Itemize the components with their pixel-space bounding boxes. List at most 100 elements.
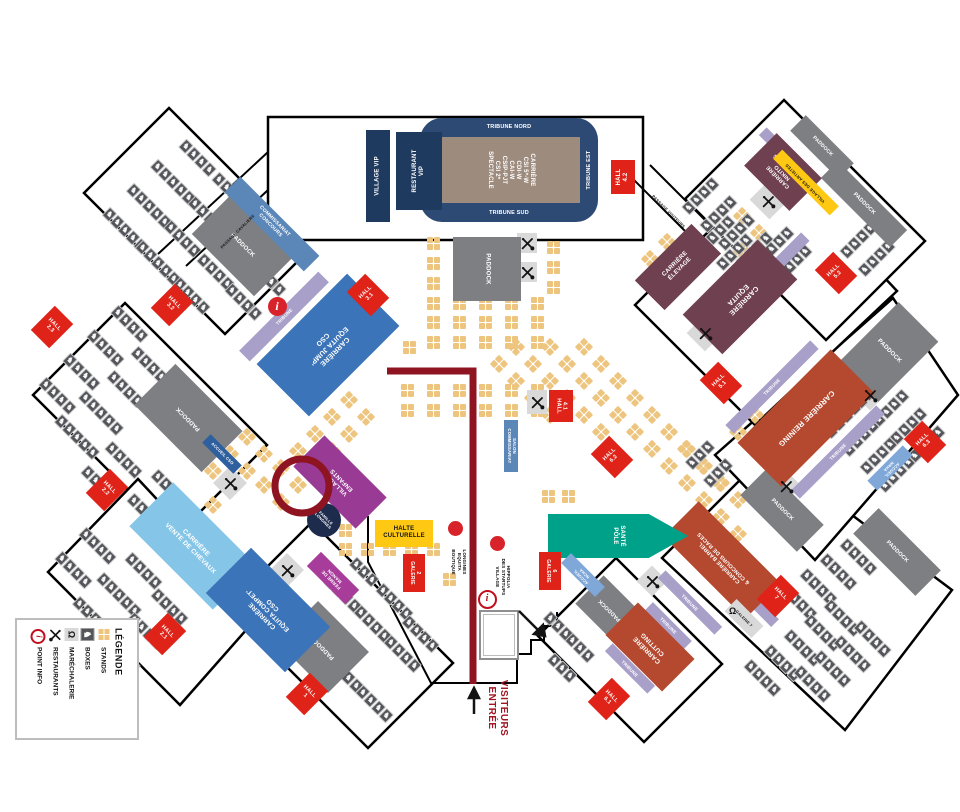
stand-cluster <box>360 542 367 549</box>
legend-item-label: STANDS <box>100 647 107 674</box>
restaurant-icon <box>520 265 535 280</box>
stand-cluster <box>530 335 537 342</box>
paddock-topright-1-label: PADDOCK <box>811 134 835 158</box>
legend-item-label: POINT INFO <box>36 647 43 685</box>
stand-cluster <box>541 489 548 496</box>
paddock-reining-label: PADDOCK <box>875 338 902 365</box>
stand-cluster <box>530 296 537 303</box>
stand-cluster <box>546 280 553 287</box>
stand-cluster <box>426 236 433 243</box>
restaurant-icon <box>779 479 794 494</box>
carriere-reining-label: CARRIÈRE REINING <box>776 388 837 449</box>
legend-item-label: RESTAURANTS <box>52 647 59 696</box>
legend-item-stands: STANDS <box>97 628 111 732</box>
stand-cluster <box>426 383 433 390</box>
restaurant-icon <box>761 194 776 209</box>
stand-cluster <box>338 542 345 549</box>
stand-cluster <box>442 572 449 579</box>
legend-item-restaurants: RESTAURANTS <box>49 628 63 732</box>
info-icon: i <box>30 628 47 644</box>
restaurant-icon <box>520 236 535 251</box>
stand-cluster <box>452 315 459 322</box>
stand-cluster <box>504 383 511 390</box>
stand-cluster <box>402 340 409 347</box>
stand-cluster <box>546 240 553 247</box>
village-startups-hippolia-dot <box>489 535 505 551</box>
paddock-topright-2-label: PADDOCK <box>851 191 877 217</box>
paddock-left-label: PADDOCK <box>174 405 201 432</box>
restaurant-icon <box>530 395 545 410</box>
boxes-icon: ♞ <box>80 628 95 642</box>
legend-content: LÉGENDE STANDS ♞ BOXES Ω MARÉCHALERIE RE… <box>30 626 124 732</box>
stand-cluster <box>426 296 433 303</box>
boutique-equita-longines-dot <box>447 520 463 536</box>
stand-cluster <box>478 403 485 410</box>
farrier-icon: Ω <box>729 606 737 616</box>
legend-item-label: BOXES <box>84 647 91 670</box>
stand-cluster <box>426 335 433 342</box>
village-vip-label: VILLAGE VIP <box>374 156 381 196</box>
restaurant-icon <box>223 476 238 491</box>
stand-cluster <box>478 383 485 390</box>
legend: LÉGENDE STANDS ♞ BOXES Ω MARÉCHALERIE RE… <box>15 618 139 740</box>
farrier-icon: Ω <box>64 628 79 642</box>
legend-item-boxes: ♞ BOXES <box>80 628 95 732</box>
stand-cluster <box>478 335 485 342</box>
stand-cluster <box>426 315 433 322</box>
stand-cluster <box>426 276 433 283</box>
stand-cluster <box>530 315 537 322</box>
stand-cluster <box>452 403 459 410</box>
stand-cluster <box>400 383 407 390</box>
paddock-center-label: PADDOCK <box>484 253 491 285</box>
stands-icon <box>97 628 111 642</box>
stand-cluster <box>504 335 511 342</box>
stand-cluster <box>504 315 511 322</box>
restaurant-icon <box>49 628 63 642</box>
stand-cluster <box>452 335 459 342</box>
tribune-est-label: TRIBUNE EST <box>585 150 592 190</box>
tribune-nord-label: TRIBUNE NORD <box>486 123 532 130</box>
village-vip: VILLAGE VIP <box>366 130 390 222</box>
stand-cluster <box>400 403 407 410</box>
paddock-hall7-top-label: PADDOCK <box>769 497 795 523</box>
point-info-icon: i <box>267 296 287 316</box>
stand-cluster <box>452 383 459 390</box>
stand-cluster <box>426 256 433 263</box>
